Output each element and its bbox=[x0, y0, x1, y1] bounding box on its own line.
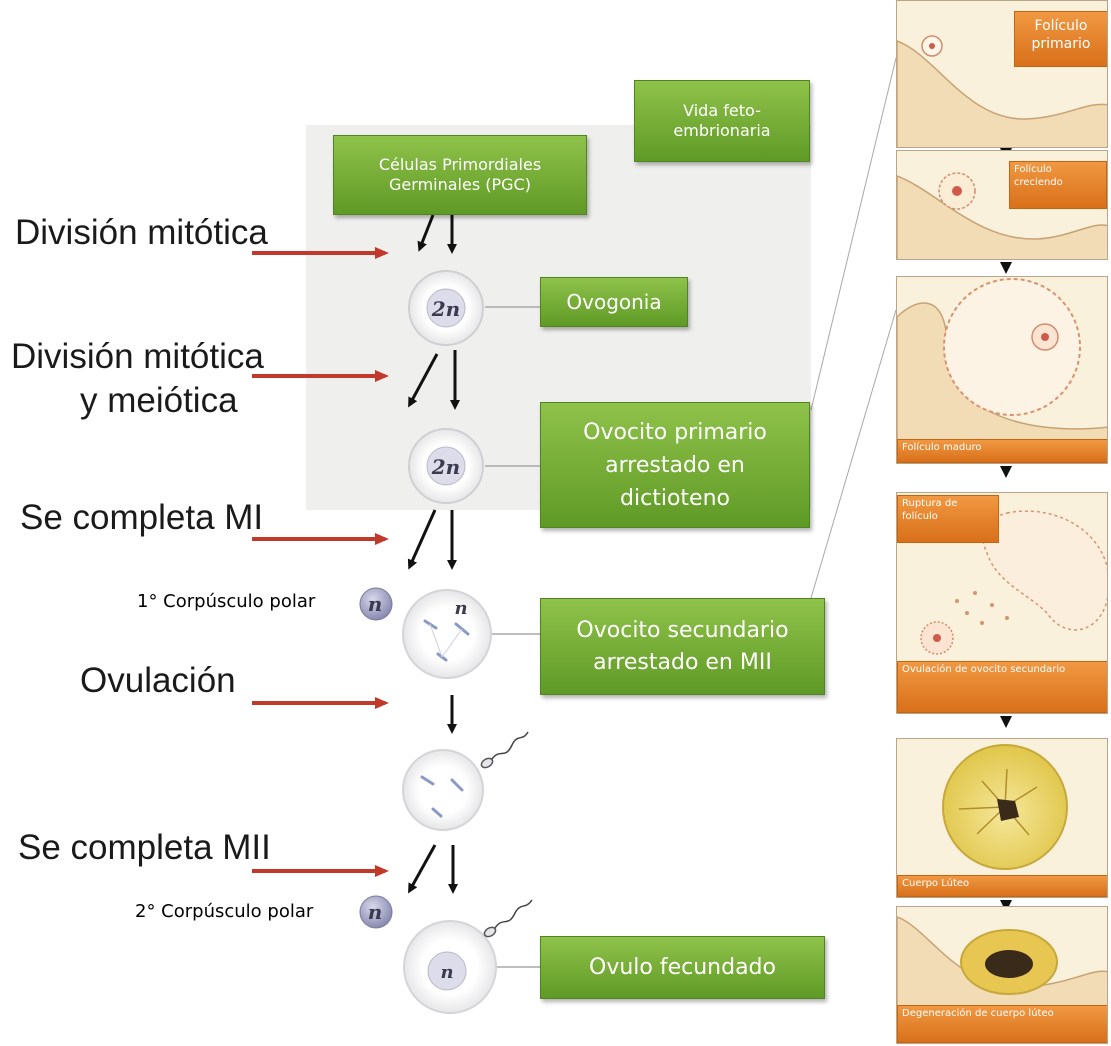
label-division-mitotica-meiotica-1: División mitótica bbox=[11, 337, 264, 376]
ploidy-ovulo: n bbox=[440, 962, 453, 983]
box-ovogonia-text: Ovogonia bbox=[566, 289, 662, 314]
black-flow-arrows bbox=[407, 214, 460, 894]
connector-lines bbox=[485, 306, 540, 968]
red-pointer-arrows bbox=[252, 247, 389, 877]
label-foliculo-creciendo: Folículo creciendo bbox=[1009, 161, 1107, 209]
box-ovocito-secundario-text: Ovocito secundario arrestado en MII bbox=[576, 617, 789, 675]
label-ovulacion: Ovulación bbox=[80, 661, 236, 700]
box-ovulo-fecundado-text: Ovulo fecundado bbox=[589, 954, 776, 980]
follicle-rupture-illustration bbox=[920, 510, 1107, 655]
label-division-mitotica-meiotica-2: y meiótica bbox=[80, 381, 238, 420]
corpus-luteum-illustration bbox=[942, 744, 1068, 870]
panel-foliculo-primario: Folículo primario bbox=[896, 0, 1108, 148]
ploidy-ovogonia: 2n bbox=[431, 297, 460, 321]
zoom-lines bbox=[810, 57, 897, 599]
panel-cuerpo-luteo: Cuerpo Lúteo bbox=[896, 738, 1108, 898]
polar-body-1-ploidy: n bbox=[368, 592, 383, 616]
label-se-completa-mi: Se completa MI bbox=[20, 498, 264, 537]
box-ovocito-primario-text: Ovocito primario arrestado en dictioteno bbox=[583, 419, 767, 511]
label-foliculo-primario: Folículo primario bbox=[1014, 11, 1107, 67]
cell-ovocito-primario: 2n bbox=[408, 428, 484, 504]
follicle-primary-illustration bbox=[897, 35, 1107, 147]
box-ovocito-secundario: Ovocito secundario arrestado en MII bbox=[540, 598, 825, 695]
cell-ovogonia: 2n bbox=[408, 270, 484, 346]
panel-foliculo-creciendo: Folículo creciendo bbox=[896, 150, 1108, 260]
label-se-completa-mii: Se completa MII bbox=[18, 828, 271, 867]
panel-foliculo-maduro: Folículo maduro bbox=[896, 276, 1108, 464]
box-vida-feto-embrionaria: Vida feto-embrionaria bbox=[634, 80, 810, 162]
follicle-mature-illustration bbox=[897, 278, 1107, 463]
foliculo-primario-line2: primario bbox=[1031, 35, 1091, 52]
foliculo-primario-line1: Folículo bbox=[1034, 18, 1088, 34]
box-pgc: Células Primordiales Germinales (PGC) bbox=[333, 135, 587, 215]
box-vida-text: Vida feto-embrionaria bbox=[673, 101, 771, 140]
panel-ovulacion: Ruptura de folículo Ovulación de ovocito… bbox=[896, 492, 1108, 714]
label-ruptura-foliculo: Ruptura de folículo bbox=[897, 495, 999, 543]
follicle-growing-illustration bbox=[897, 172, 1107, 259]
panel-degeneracion: Degeneración de cuerpo lúteo bbox=[896, 906, 1108, 1044]
box-ovogonia: Ovogonia bbox=[540, 277, 688, 327]
box-ovocito-primario: Ovocito primario arrestado en dictioteno bbox=[540, 402, 810, 528]
label-first-polar-body: 1° Corpúsculo polar bbox=[137, 591, 316, 612]
polar-body-2: n bbox=[359, 895, 393, 929]
label-foliculo-maduro: Folículo maduro bbox=[897, 439, 1107, 463]
label-ovulacion-ovocito: Ovulación de ovocito secundario bbox=[897, 661, 1107, 713]
cell-ovulo-fecundado: n bbox=[403, 899, 533, 1014]
polar-body-2-ploidy: n bbox=[368, 900, 383, 924]
label-cuerpo-luteo: Cuerpo Lúteo bbox=[897, 875, 1107, 897]
label-second-polar-body: 2° Corpúsculo polar bbox=[135, 901, 314, 922]
box-ovulo-fecundado: Ovulo fecundado bbox=[540, 936, 825, 999]
panel-arrow-2 bbox=[1000, 262, 1012, 274]
ploidy-ovocito-secundario: n bbox=[454, 598, 467, 619]
cell-ovocito-secundario: n bbox=[402, 589, 492, 679]
label-degeneracion: Degeneración de cuerpo lúteo bbox=[897, 1005, 1107, 1043]
panel-arrow-3 bbox=[1000, 466, 1012, 478]
box-pgc-text: Células Primordiales Germinales (PGC) bbox=[378, 155, 542, 194]
panel-arrow-4 bbox=[1000, 716, 1012, 728]
label-division-mitotica: División mitótica bbox=[15, 213, 268, 252]
ploidy-ovocito-primario: 2n bbox=[431, 455, 460, 479]
cell-fertilization bbox=[402, 731, 529, 831]
polar-body-1: n bbox=[359, 587, 393, 621]
